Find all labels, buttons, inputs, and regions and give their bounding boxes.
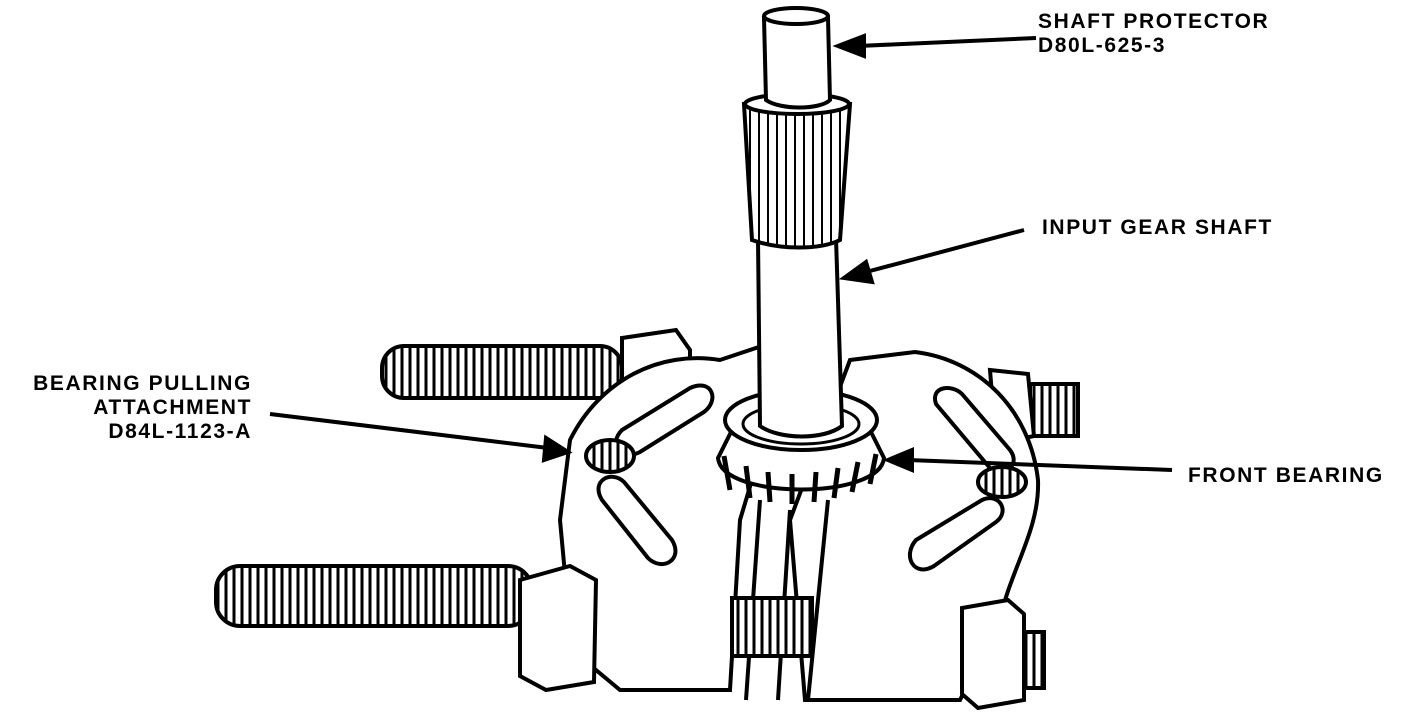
input-gear-shaft-leader [838, 228, 1025, 285]
input-gear-shaft-part [741, 92, 853, 439]
front-bearing-leader [882, 447, 1173, 473]
upper-left-threaded-rod [380, 344, 624, 400]
threaded-hole-right [976, 465, 1028, 499]
upper-right-threaded-rod [1028, 382, 1080, 438]
puller-left-half [557, 342, 773, 692]
front-bearing-label: FRONT BEARING [1188, 464, 1384, 488]
front-left-clamp-block [518, 563, 599, 693]
slot-lower-right [908, 496, 1005, 572]
shaft-protector-part-number: D80L-625-3 [1038, 34, 1167, 57]
bearing-pulling-attachment-line1: BEARING PULLING [33, 372, 252, 395]
bearing-pulling-attachment-leader [269, 412, 573, 463]
lower-center-threaded-rod [730, 596, 814, 658]
front-right-clamp-block [960, 597, 1026, 711]
shaft-protector-part [761, 6, 833, 110]
bearing-pulling-attachment-line2: ATTACHMENT [93, 396, 252, 419]
bearing-pulling-attachment-label: BEARING PULLING ATTACHMENT D84L-1123-A [33, 372, 252, 444]
front-bearing-name: FRONT BEARING [1188, 464, 1384, 487]
input-gear-shaft-name: INPUT GEAR SHAFT [1042, 216, 1273, 239]
bearing-pulling-attachment-part-number: D84L-1123-A [108, 420, 252, 443]
lower-left-threaded-rod [214, 564, 534, 628]
input-gear-shaft-label: INPUT GEAR SHAFT [1042, 216, 1273, 240]
shaft-protector-leader [832, 33, 1037, 59]
shaft-protector-label: SHAFT PROTECTOR D80L-625-3 [1038, 10, 1269, 58]
slot-lower-left [596, 474, 678, 566]
threaded-hole-left [584, 438, 636, 474]
shaft-protector-name: SHAFT PROTECTOR [1038, 10, 1270, 33]
